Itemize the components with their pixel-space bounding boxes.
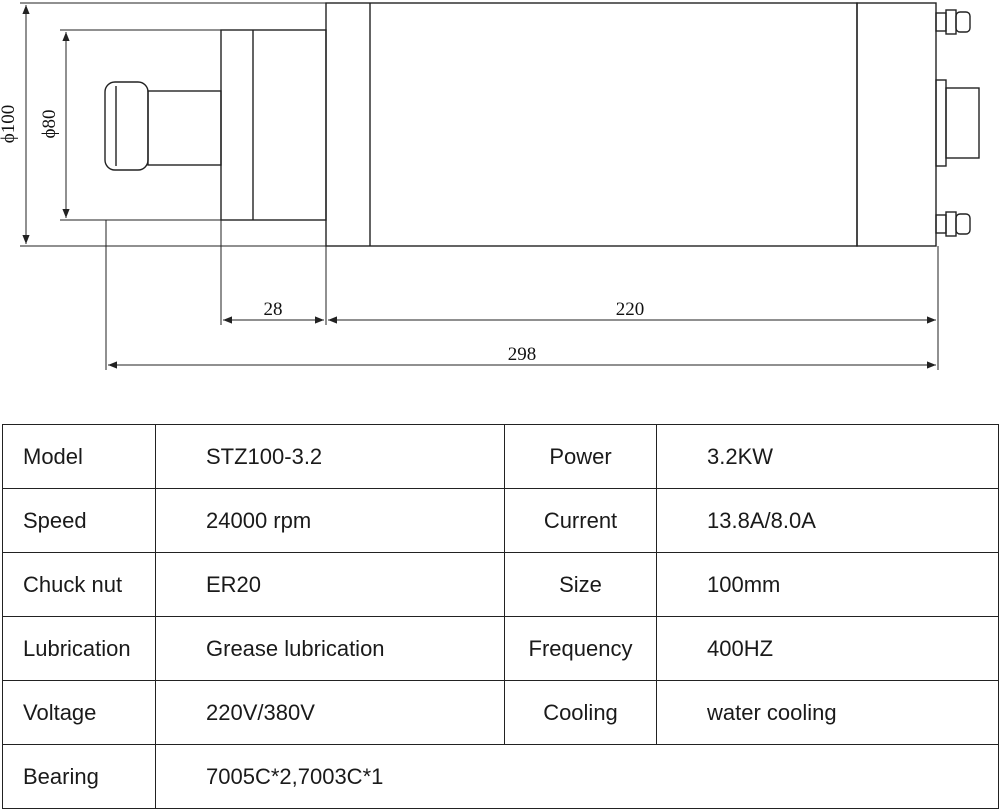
table-row: Speed 24000 rpm Current 13.8A/8.0A	[2, 488, 999, 553]
spec-value: 24000 rpm	[155, 488, 505, 553]
total-length-label: 298	[508, 344, 537, 365]
table-row: Bearing 7005C*2,7003C*1	[2, 744, 999, 809]
spec-label: Bearing	[2, 744, 156, 809]
spec-label: Model	[2, 424, 156, 489]
spec-value: 7005C*2,7003C*1	[155, 744, 999, 809]
table-row: Lubrication Grease lubrication Frequency…	[2, 616, 999, 681]
spec-value: water cooling	[656, 680, 999, 745]
rear-cap	[856, 2, 937, 247]
chuck-nut	[104, 81, 149, 171]
spec-label: Voltage	[2, 680, 156, 745]
water-fitting-bottom	[935, 211, 971, 237]
spindle-shaft	[147, 90, 222, 166]
connector-plug	[935, 79, 980, 167]
spec-label: Chuck nut	[2, 552, 156, 617]
spec-label: Lubrication	[2, 616, 156, 681]
water-fitting-top	[935, 9, 971, 35]
spec-value: Grease lubrication	[155, 616, 505, 681]
spec-label: Frequency	[504, 616, 657, 681]
spec-value: STZ100-3.2	[155, 424, 505, 489]
table-row: Voltage 220V/380V Cooling water cooling	[2, 680, 999, 745]
flange-diameter-label: ϕ80	[39, 109, 60, 138]
front-flange	[220, 29, 327, 221]
spec-value: 100mm	[656, 552, 999, 617]
nose-length-label: 28	[264, 299, 283, 320]
spec-value: ER20	[155, 552, 505, 617]
spec-table: Model STZ100-3.2 Power 3.2KW Speed 24000…	[2, 424, 999, 809]
spec-value: 13.8A/8.0A	[656, 488, 999, 553]
spec-label: Speed	[2, 488, 156, 553]
spec-label: Current	[504, 488, 657, 553]
outer-diameter-label: ϕ100	[0, 105, 19, 144]
table-row: Model STZ100-3.2 Power 3.2KW	[2, 424, 999, 489]
spec-value: 3.2KW	[656, 424, 999, 489]
spindle-technical-drawing: ϕ100 ϕ80 28 220 298	[0, 2, 980, 370]
body-length-label: 220	[616, 299, 645, 320]
spec-label: Size	[504, 552, 657, 617]
spec-label: Cooling	[504, 680, 657, 745]
table-row: Chuck nut ER20 Size 100mm	[2, 552, 999, 617]
spec-value: 220V/380V	[155, 680, 505, 745]
spec-label: Power	[504, 424, 657, 489]
spec-value: 400HZ	[656, 616, 999, 681]
spindle-body	[325, 2, 858, 247]
